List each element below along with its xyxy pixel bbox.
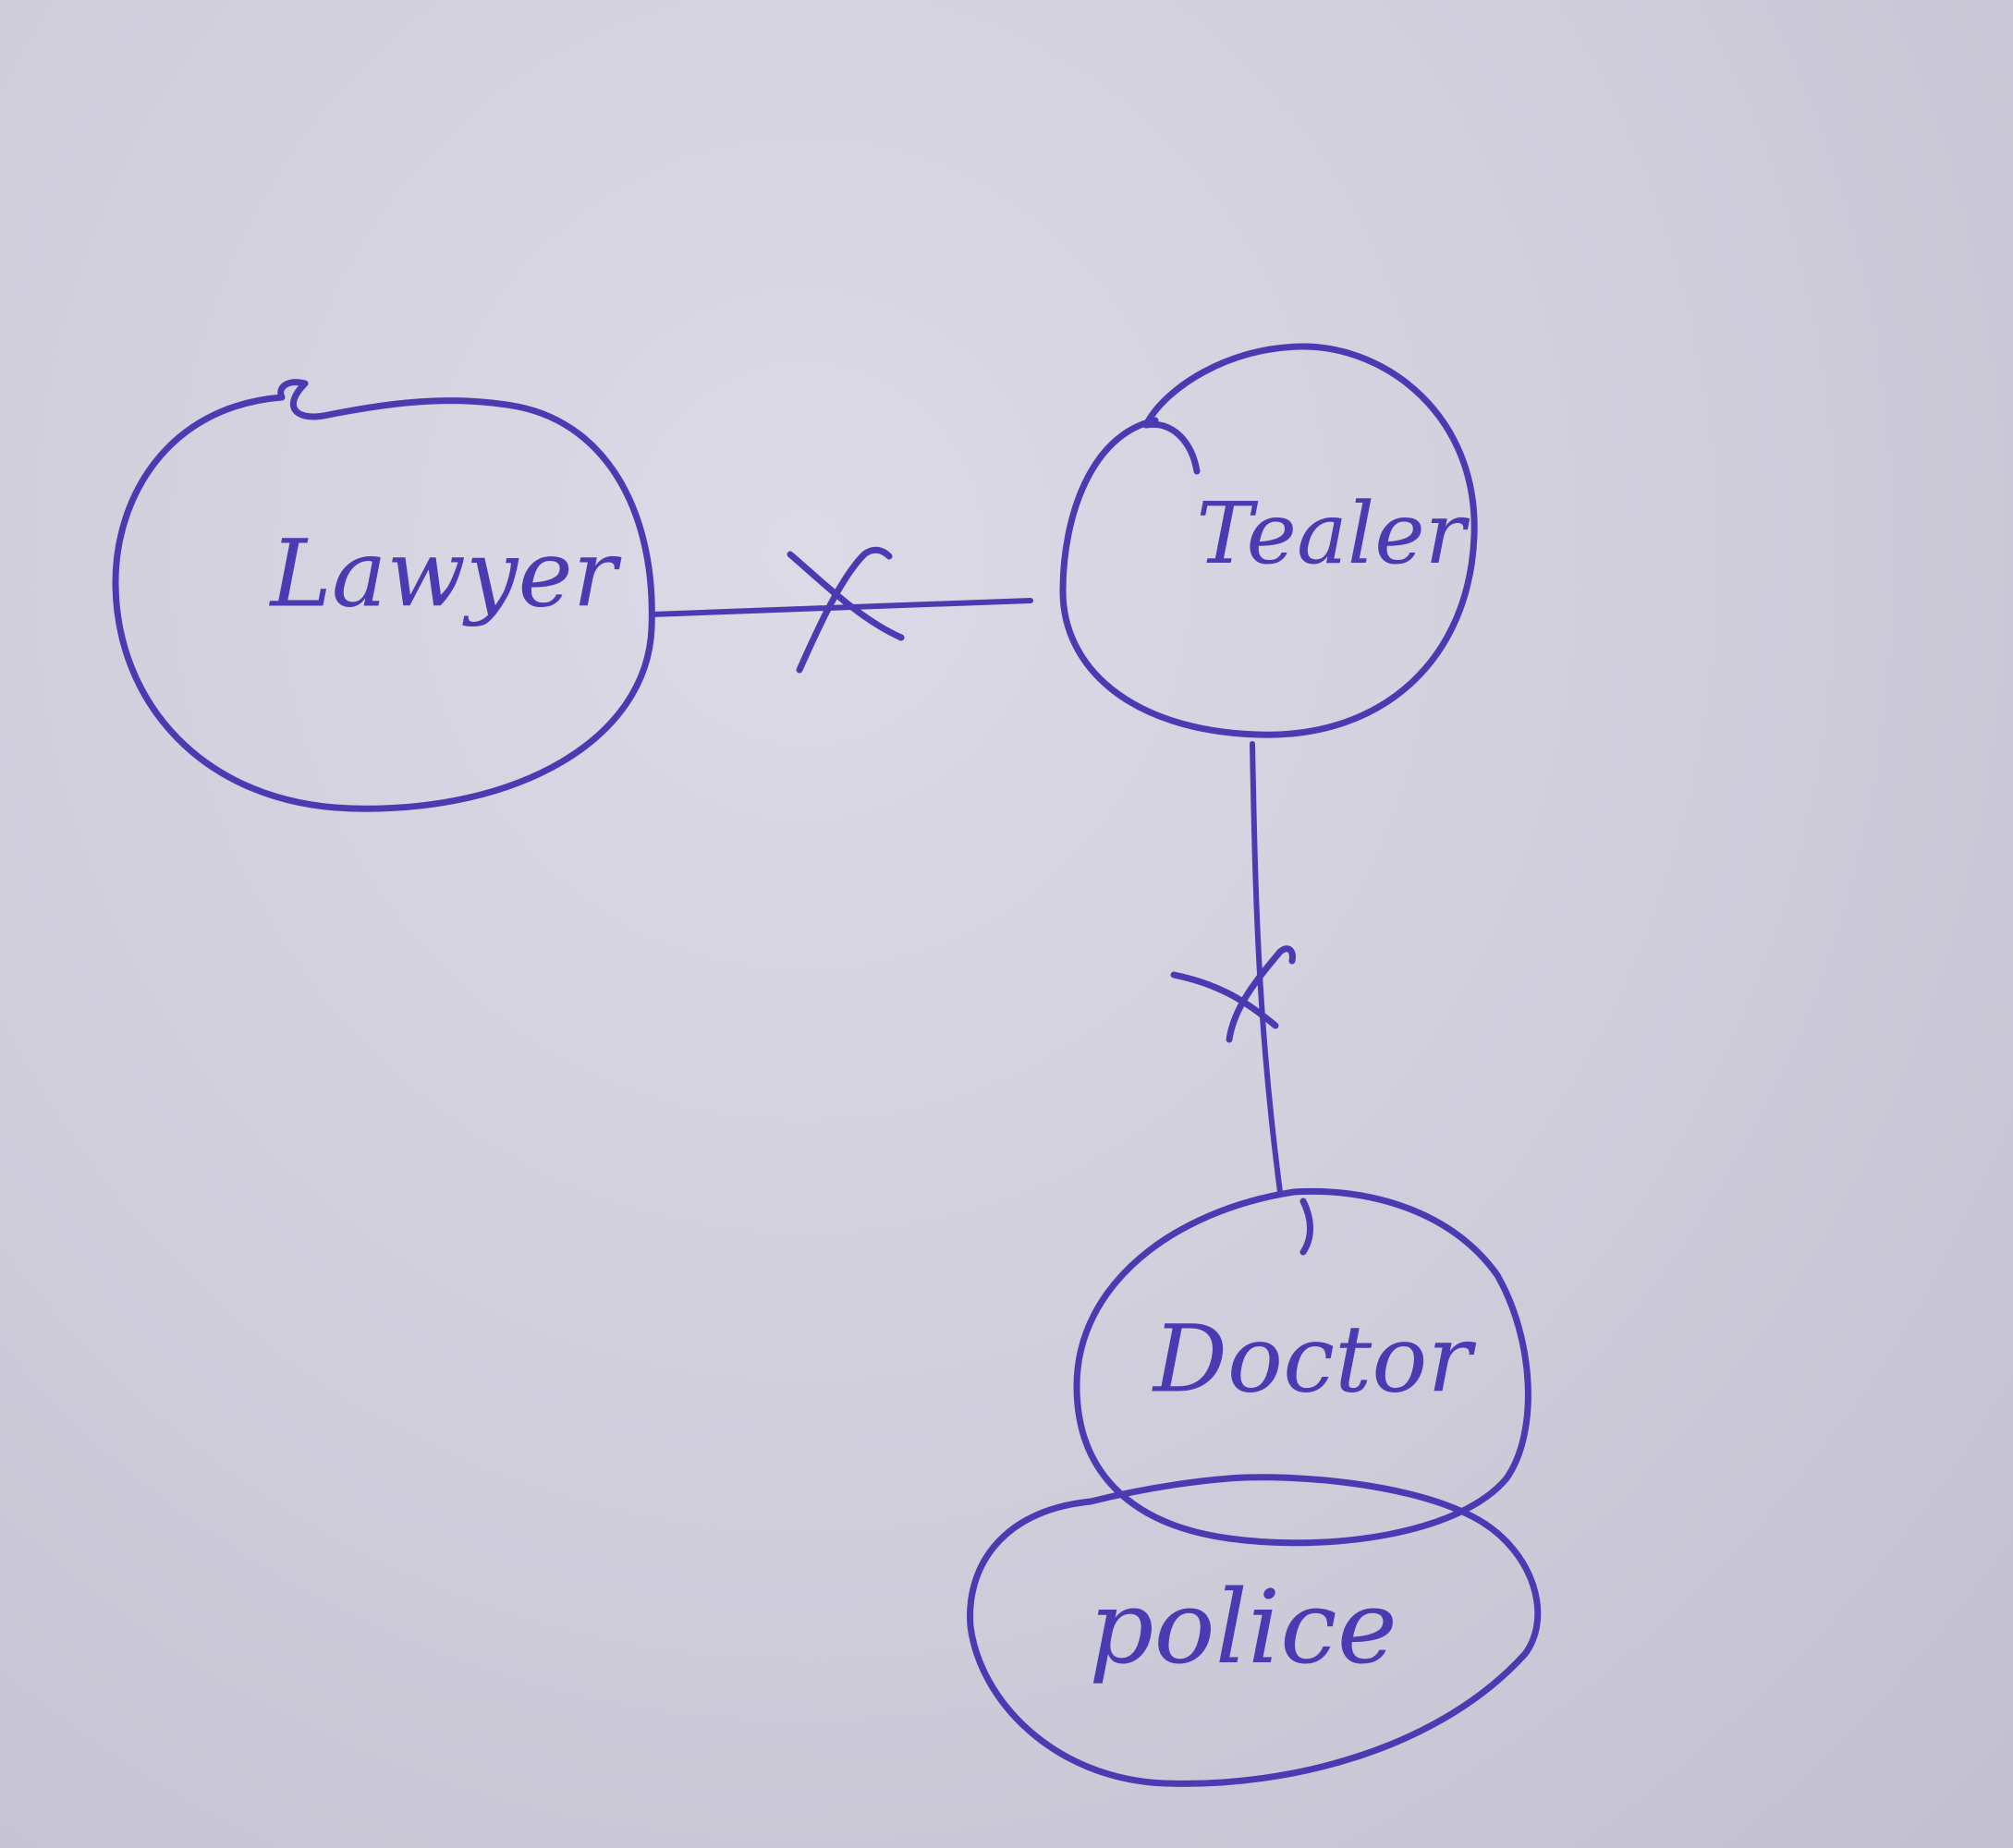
edge-lawyer-teacher — [649, 546, 1033, 674]
node-lawyer-label: Lawyer — [268, 520, 621, 628]
node-doctor-label: Doctor — [1152, 1306, 1477, 1414]
node-lawyer: Lawyer — [112, 379, 655, 812]
node-police: police — [967, 1474, 1542, 1787]
edge-teacher-doctor-line — [1250, 741, 1283, 1195]
node-lawyer-circle — [112, 379, 655, 812]
edge-lawyer-teacher-cross-marker — [787, 546, 905, 674]
node-doctor: Doctor — [1073, 1187, 1531, 1547]
node-police-ellipse — [967, 1474, 1542, 1787]
node-teacher-circle — [1059, 343, 1478, 738]
edge-teacher-doctor-cross-marker — [1170, 945, 1296, 1043]
node-teacher-label: Tealer — [1196, 484, 1470, 583]
node-police-label: police — [1089, 1568, 1397, 1686]
edge-teacher-doctor — [1170, 741, 1296, 1195]
node-doctor-circle — [1073, 1187, 1531, 1547]
node-teacher: Tealer — [1059, 343, 1478, 738]
edge-lawyer-teacher-line — [649, 598, 1033, 617]
